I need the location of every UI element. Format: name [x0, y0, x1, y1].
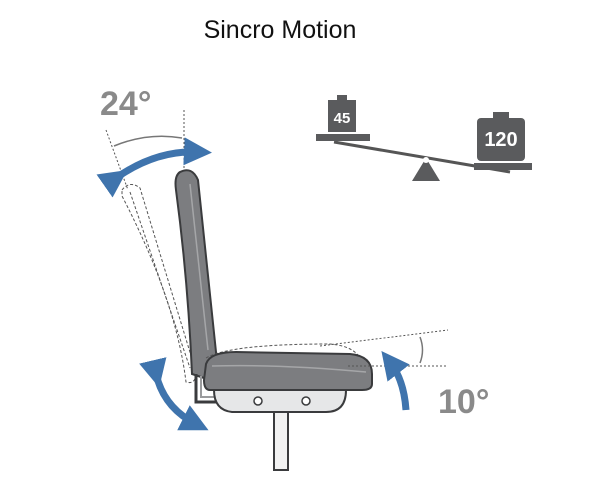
- chair-seat-seam: [211, 364, 367, 373]
- heavy-weight-handle: [493, 112, 509, 119]
- light-weight-label: 45: [334, 110, 351, 127]
- seesaw-pivot: [423, 157, 429, 163]
- light-weight-platform: [316, 134, 370, 141]
- reclined-backrest-outline-inner: [129, 191, 191, 369]
- backrest-angle-label: 24°: [100, 85, 151, 123]
- reclined-backrest-outline: [121, 184, 197, 383]
- tilted-seat-outline: [205, 343, 363, 363]
- light-weight-box: [328, 100, 356, 132]
- chair-backrest-seam: [189, 183, 209, 351]
- mechanism-bolt-right: [301, 396, 311, 406]
- heavy-weight-platform: [474, 163, 532, 170]
- heavy-weight-box: [477, 118, 525, 161]
- backrest-angle-arc: [113, 135, 183, 147]
- seat-tilt-arrow: [381, 350, 410, 411]
- seesaw-fulcrum: [412, 158, 440, 181]
- backrest-recline-arrow: [96, 137, 212, 198]
- diagram-title: Sincro Motion: [203, 16, 357, 44]
- seat-reference-line-tilted: [319, 329, 449, 347]
- backrest-reference-line-tilted: [105, 129, 129, 191]
- chair-backrest: [174, 169, 218, 380]
- chair-gas-lift: [273, 411, 289, 471]
- chair-mechanism-plate: [212, 389, 348, 413]
- light-weight-handle: [337, 95, 347, 101]
- backrest-pivot-arrow: [139, 357, 209, 431]
- seat-angle-arc: [419, 336, 424, 364]
- mechanism-bolt-left: [253, 396, 263, 406]
- heavy-weight-label: 120: [484, 129, 517, 151]
- seat-angle-label: 10°: [438, 383, 489, 421]
